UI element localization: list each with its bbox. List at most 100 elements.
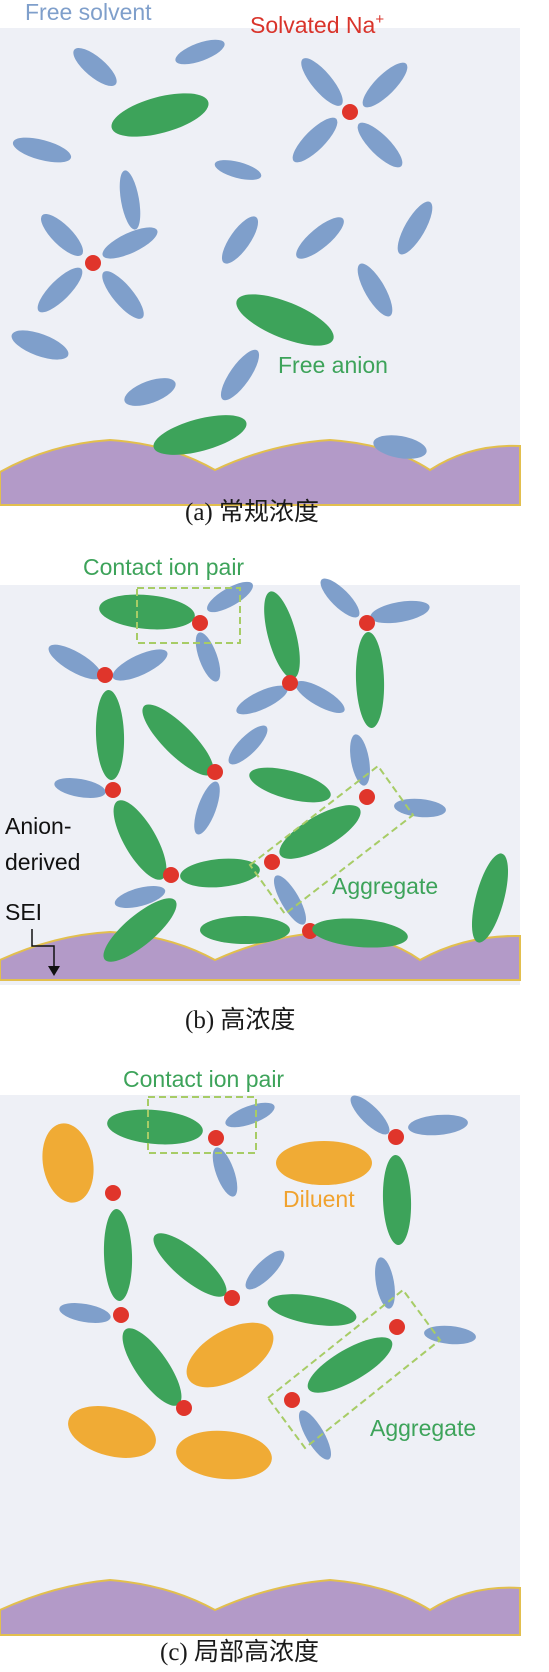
- anion-molecule: [142, 704, 214, 776]
- sodium-cation: [113, 1307, 129, 1323]
- anion-molecule: [153, 1233, 227, 1297]
- sei-arrow-head: [48, 966, 60, 976]
- solvated-na-label-sup: +: [375, 11, 384, 28]
- solvent-molecule: [228, 725, 268, 765]
- anion-molecule: [312, 918, 408, 948]
- diluent-molecule: [276, 1141, 372, 1185]
- sodium-cation: [359, 615, 375, 631]
- anion-molecule: [307, 1337, 393, 1393]
- solvent-molecule: [350, 1095, 390, 1135]
- diluent-molecule: [176, 1430, 272, 1480]
- panel-a-free-anions: [111, 93, 334, 455]
- solvent-molecule: [214, 160, 262, 180]
- solvent-molecule: [375, 1257, 395, 1309]
- solvent-molecule: [408, 1114, 468, 1136]
- panel-c-electrode: [0, 1578, 521, 1636]
- aggregate-box: [248, 764, 415, 916]
- panel-a-free-solvents: [11, 39, 433, 459]
- panel-a-solvation-shell-2: [37, 213, 158, 319]
- solvent-molecule: [221, 216, 259, 264]
- diluent-molecule: [186, 1322, 274, 1388]
- sodium-cation: [359, 789, 375, 805]
- sodium-cation: [224, 1290, 240, 1306]
- diluent-molecules: [42, 1123, 372, 1480]
- sei-label-line2: derived: [5, 849, 80, 875]
- solvent-molecule: [292, 117, 338, 163]
- solvent-molecule: [114, 886, 166, 908]
- solvent-molecule: [11, 330, 69, 360]
- anion-molecule: [122, 1328, 182, 1406]
- anion-molecule: [264, 591, 300, 679]
- panel-a: Free solvent Solvated Na+ Free anion (a)…: [0, 0, 521, 526]
- sodium-cation: [105, 1185, 121, 1201]
- aggregate-label: Aggregate: [332, 873, 438, 899]
- solvent-molecule: [357, 122, 403, 168]
- free-anion-label: Free anion: [278, 352, 388, 378]
- caption-a: (a) 常规浓度: [185, 498, 319, 526]
- sodium-cation: [192, 615, 208, 631]
- sodium-cation: [208, 1130, 224, 1146]
- contact-ion-pair-label: Contact ion pair: [83, 554, 244, 580]
- caption-b: (b) 高浓度: [185, 1006, 295, 1034]
- sodium-cation: [207, 764, 223, 780]
- solvent-molecule: [212, 1147, 238, 1197]
- sei-arrow: [31, 929, 55, 968]
- solvent-molecule: [350, 734, 370, 786]
- sei-label-line3: SEI: [5, 899, 42, 925]
- solvent-molecule: [175, 39, 225, 65]
- solvent-molecule: [397, 201, 433, 255]
- aggregate-box: [266, 1288, 442, 1450]
- anion-molecule: [180, 858, 260, 888]
- solvent-molecule: [320, 578, 360, 618]
- anion-molecule: [382, 1155, 412, 1245]
- panel-a-background: [0, 28, 520, 480]
- panel-c: Contact ion pair Diluent Aggregate (c) 局…: [0, 1066, 521, 1666]
- solvent-molecule: [124, 378, 176, 406]
- solvent-molecule: [245, 1250, 285, 1290]
- solvent-molecule: [362, 62, 408, 108]
- sodium-cation: [105, 782, 121, 798]
- anion-molecule: [95, 690, 125, 780]
- anion-molecule: [99, 594, 195, 630]
- anion-molecule: [113, 800, 167, 880]
- anion-molecule: [153, 415, 247, 455]
- contact-ion-pair-box: [136, 587, 241, 644]
- panel-a-solvation-shell-1: [292, 58, 408, 168]
- diluent-molecule: [42, 1123, 94, 1203]
- solvent-molecule: [296, 217, 344, 259]
- diluent-label: Diluent: [283, 1186, 355, 1212]
- anion-molecule: [200, 916, 290, 944]
- contact-ion-pair-label: Contact ion pair: [123, 1066, 284, 1092]
- solvated-na-label: Solvated Na+: [250, 11, 384, 38]
- sodium-cation: [284, 1392, 300, 1408]
- aggregate-label: Aggregate: [370, 1415, 476, 1441]
- solvent-molecule: [112, 649, 168, 681]
- anion-molecule: [279, 805, 361, 859]
- solvent-molecule: [424, 1325, 476, 1345]
- sodium-cation: [388, 1129, 404, 1145]
- solvent-molecule: [236, 685, 288, 715]
- solvent-molecule: [394, 798, 446, 818]
- contact-ion-pair-box: [147, 1096, 257, 1154]
- solvent-molecule: [12, 137, 72, 163]
- anion-molecule: [111, 93, 209, 137]
- sodium-cation: [264, 854, 280, 870]
- sodium-cation: [163, 867, 179, 883]
- solvent-molecule: [102, 227, 158, 259]
- solvated-na-label-text: Solvated Na: [250, 12, 376, 38]
- anion-molecule: [249, 767, 331, 803]
- sodium-cation: [389, 1319, 405, 1335]
- sodium-cation: [342, 104, 358, 120]
- solvent-molecule: [119, 170, 141, 230]
- panel-a-electrode: [0, 438, 521, 506]
- solvent-molecule: [273, 875, 307, 925]
- anion-molecule: [236, 294, 334, 346]
- sodium-cation: [97, 667, 113, 683]
- solvent-molecule: [370, 600, 430, 624]
- solvent-molecule: [295, 680, 345, 714]
- panel-b: Contact ion pair Aggregate Anion- derive…: [0, 554, 521, 1034]
- anion-molecule: [103, 1209, 133, 1301]
- anion-molecule: [267, 1294, 357, 1326]
- caption-c: (c) 局部高浓度: [160, 1638, 319, 1666]
- solvent-molecule: [357, 263, 393, 317]
